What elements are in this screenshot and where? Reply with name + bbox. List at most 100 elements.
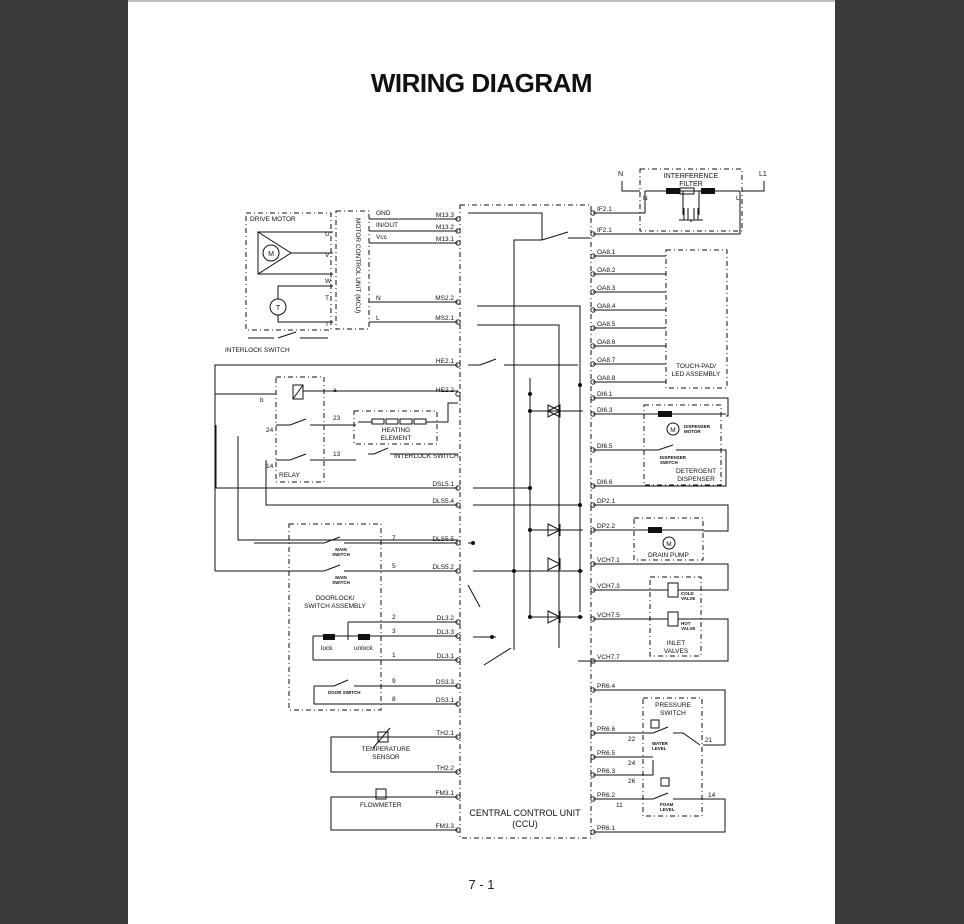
flowmeter-label: FLOWMETER — [360, 802, 402, 809]
filter-inductor-n — [666, 188, 680, 194]
hot-valve-label2: VALVE — [681, 626, 695, 631]
ccu-pin-right-vch7-7-19-label: VCH7.7 — [597, 654, 620, 661]
ccu-pin-m13-2-label: M13.2 — [436, 224, 454, 231]
cold-valve-label2: VALVE — [681, 596, 695, 601]
drain-pump-label: DRAIN PUMP — [648, 552, 689, 559]
ccu-pin-m13-3-label: M13.3 — [436, 212, 454, 219]
ccu-pin-right-if2-1-0-label: IF2.1 — [597, 206, 612, 213]
detergent-dispenser-box — [643, 404, 722, 486]
lock-coil — [323, 634, 335, 640]
ccu-pin-right-oa8-1-2-label: OA8.1 — [597, 249, 616, 256]
pressure-term-11: 11 — [616, 802, 623, 809]
ccu-pin-right-oa8-5-6-label: OA8.5 — [597, 321, 616, 328]
drain-pump-coil — [648, 527, 662, 533]
pressure-switch-label1: PRESSURE — [655, 702, 691, 709]
main-switch-2-label2: SWITCH — [332, 580, 350, 585]
ccu-pin-th2-2-label: TH2.2 — [436, 765, 454, 772]
pressure-term-24: 24 — [628, 760, 636, 767]
ccu-pin-right-di6-1-10-label: DI6.1 — [597, 391, 613, 398]
dispenser-motor-label1: DISPENSER — [684, 424, 711, 429]
drain-pump-symbol: M — [666, 541, 671, 548]
ccu-pin-he2-1-label: HE2.1 — [436, 358, 454, 365]
motor-term-t2: T — [325, 321, 329, 328]
ccu-pin-right-oa8-8-9-label: OA8.8 — [597, 375, 616, 382]
ccu-pin-ms2-2-label: MS2.2 — [435, 295, 454, 302]
ccu-pin-right-dp2-2-15-label: DP2.2 — [597, 523, 615, 530]
page-top-border — [128, 0, 835, 2]
relay-box — [275, 376, 325, 483]
ccu-pin-he2-2-terminal — [455, 391, 461, 397]
ccu-pin-right-oa8-6-7-label: OA8.6 — [597, 339, 616, 346]
document-page: WIRING DIAGRAM CENTRAL CONTROL UNIT (CCU… — [128, 0, 835, 924]
interlock-switch-top-label: INTERLOCK SWITCH — [225, 347, 290, 354]
doorlock-assembly-box — [288, 523, 382, 711]
temperature-sensor-label1: TEMPERATURE — [362, 746, 411, 753]
detergent-dispenser-label1: DETERGENT — [676, 468, 716, 475]
ccu-label-line1: CENTRAL CONTROL UNIT — [469, 808, 581, 818]
door-switch-label: DOOR SWITCH — [328, 690, 361, 695]
ccu-left-pins: M13.3M13.2M13.1MS2.2MS2.1HE2.1HE2.2DSL5.… — [432, 212, 461, 833]
foam-level-label2: LEVEL — [660, 807, 675, 812]
ccu-label-line2: (CCU) — [512, 819, 538, 829]
ccu-pin-dl3-3-label: DL3.3 — [437, 629, 455, 636]
ccu-pin-fm3-1-label: FM3.1 — [436, 790, 455, 797]
ccu-pin-dsl5-1-label: DSL5.1 — [432, 481, 454, 488]
relay-term-23: 23 — [333, 415, 341, 422]
ccu-pin-right-pr6-6-21-label: PR6.6 — [597, 726, 615, 733]
ccu-pin-right-oa8-2-3-label: OA8.2 — [597, 267, 616, 274]
relay-term-24: 24 — [266, 427, 274, 434]
motor-term-v: V — [325, 252, 330, 259]
detergent-dispenser-label2: DISPENSER — [677, 476, 715, 483]
main-switch-1-label2: SWITCH — [332, 552, 350, 557]
dispenser-motor-label2: MOTOR — [684, 429, 701, 434]
relay-label: RELAY — [279, 472, 300, 479]
ccu-pin-right-pr6-3-23-label: PR6.3 — [597, 768, 615, 775]
interlock-switch-mid-label: INTERLOCK SWITCH — [394, 453, 459, 460]
touchpad-label1: TOUCH-PAD/ — [676, 363, 716, 370]
doorlock-term-1: 1 — [392, 652, 396, 659]
touchpad-label2: LED ASSEMBLY — [672, 371, 721, 378]
ccu-pin-right-oa8-7-8-label: OA8.7 — [597, 357, 616, 364]
inlet-valves-box — [649, 576, 702, 657]
water-level-label2: LEVEL — [652, 746, 667, 751]
drain-pump-box — [633, 517, 704, 561]
mains-l1-label: L1 — [759, 171, 767, 178]
ccu-pin-right-pr6-5-22-label: PR6.5 — [597, 750, 615, 757]
relay-term-13: 13 — [333, 451, 341, 458]
interference-filter-label1: INTERFERENCE — [664, 173, 719, 180]
inlet-valves-label2: VALVES — [664, 648, 689, 655]
ccu-box — [459, 204, 592, 839]
doorlock-term-8: 8 — [392, 696, 396, 703]
dispenser-motor-symbol: M — [670, 427, 675, 434]
ccu-pin-right-pr6-1-25-label: PR6.1 — [597, 825, 615, 832]
mcu-box — [335, 210, 370, 330]
ccu-pin-right-if2-1-1-label: IF2.1 — [597, 227, 612, 234]
ccu-right-pins: IF2.1IF2.1OA8.1OA8.2OA8.3OA8.4OA8.5OA8.6… — [590, 206, 620, 835]
drive-motor-box — [245, 212, 332, 331]
pressure-term-22: 22 — [628, 736, 636, 743]
water-level-label1: WATER — [652, 741, 669, 746]
pressure-switch-box — [642, 697, 703, 817]
ccu-pin-dls5-4-label: DLS5.4 — [432, 498, 454, 505]
heating-element-label1: HEATING — [382, 427, 410, 434]
ccu-pin-fm3-3-label: FM3.3 — [436, 823, 455, 830]
motor-term-w: W — [325, 278, 332, 285]
ccu-pin-right-pr6-2-24-label: PR6.2 — [597, 792, 615, 799]
drive-motor-label: DRIVE MOTOR — [250, 216, 296, 223]
ccu-pin-m13-1-label: M13.1 — [436, 236, 454, 243]
ccu-internal-wiring — [467, 212, 590, 666]
mcu-vcc-label: Vcc — [376, 234, 388, 241]
mains-n-label: N — [618, 171, 623, 178]
ccu-pin-ms2-1-label: MS2.1 — [435, 315, 454, 322]
temperature-sensor-label2: SENSOR — [372, 754, 400, 761]
mcu-n-label: N — [376, 295, 381, 302]
ccu-pin-dls5-2-label: DLS5.2 — [432, 564, 454, 571]
ccu-pin-right-pr6-4-20-label: PR6.4 — [597, 683, 615, 690]
interference-filter-label2: FILTER — [679, 181, 703, 188]
ccu-pin-right-di6-3-11-label: DI6.3 — [597, 407, 613, 414]
mcu-l-label: L — [376, 315, 380, 322]
interference-filter-box — [639, 168, 743, 232]
page-title: WIRING DIAGRAM — [370, 68, 593, 98]
